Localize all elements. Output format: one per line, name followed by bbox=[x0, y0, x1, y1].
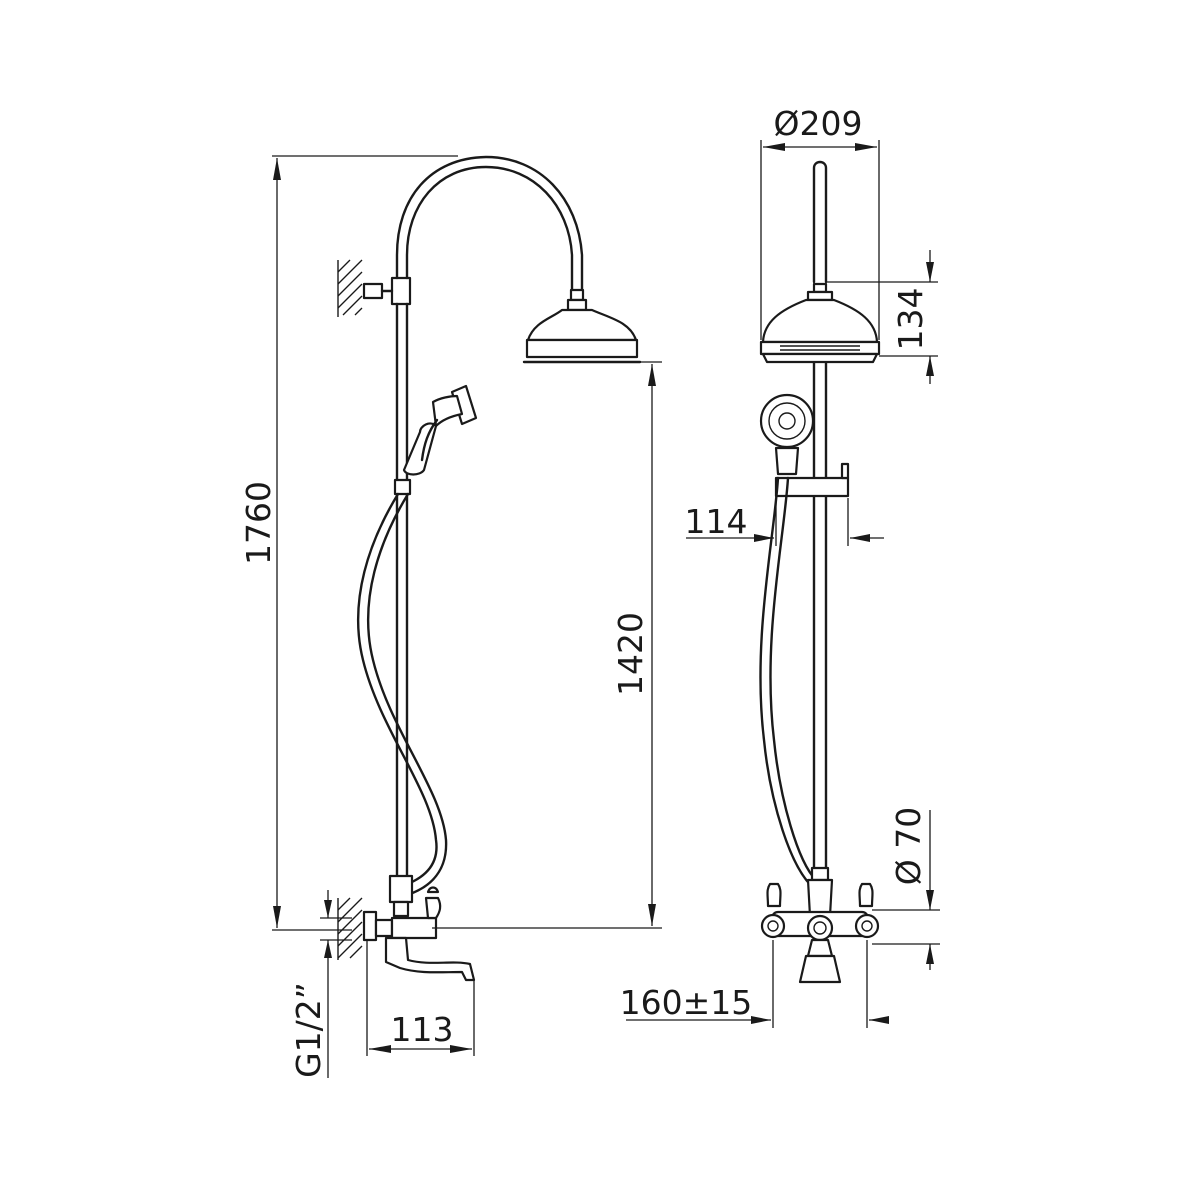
dim-head-height: 1420 bbox=[611, 612, 650, 696]
mixer-side bbox=[362, 874, 476, 982]
flexible-hose bbox=[356, 492, 448, 898]
shower-head-front bbox=[759, 282, 881, 364]
riser-pipe bbox=[395, 302, 409, 882]
mixer-front bbox=[760, 866, 880, 984]
dim-spout-projection: 113 bbox=[391, 1010, 454, 1049]
hand-shower-front bbox=[759, 393, 815, 476]
dim-inlet-thread: G1/2” bbox=[289, 982, 328, 1078]
dimension-lines bbox=[272, 140, 940, 1078]
front-riser-pipe bbox=[812, 160, 828, 870]
dim-total-height: 1760 bbox=[239, 481, 278, 565]
dim-head-diameter: Ø209 bbox=[774, 104, 863, 143]
dim-inlet-centers: 160±15 bbox=[620, 983, 753, 1022]
dimension-labels: 1760 1420 G1/2” 113 Ø209 134 114 Ø 70 16… bbox=[239, 104, 930, 1078]
gooseneck-arm bbox=[395, 155, 584, 292]
front-hose bbox=[759, 476, 818, 892]
dim-slider-width: 114 bbox=[685, 502, 748, 541]
shower-head-side bbox=[522, 288, 642, 364]
dim-head-depth: 134 bbox=[891, 288, 930, 351]
hand-shower-side bbox=[393, 384, 478, 496]
side-view bbox=[337, 155, 642, 982]
wall-bracket bbox=[362, 276, 412, 306]
dim-mixer-body: Ø 70 bbox=[889, 807, 928, 885]
front-view bbox=[759, 160, 881, 984]
slide-holder bbox=[774, 462, 850, 498]
wall-hatch-upper bbox=[337, 259, 363, 317]
wall-hatch-lower bbox=[337, 897, 363, 960]
